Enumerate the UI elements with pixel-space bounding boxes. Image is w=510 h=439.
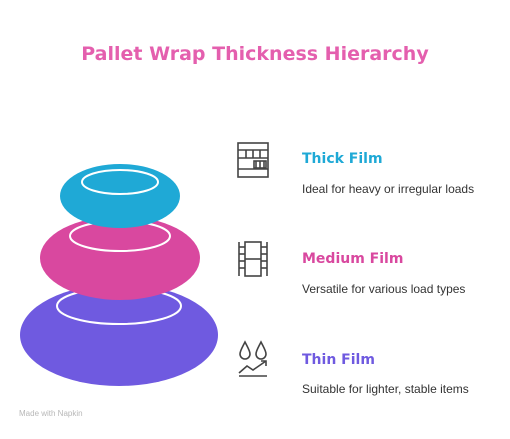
diagram-title: Pallet Wrap Thickness Hierarchy xyxy=(81,43,429,65)
thin-film-description: Suitable for lighter, stable items xyxy=(302,382,469,396)
film-strip-icon xyxy=(238,241,268,277)
thin-film-label: Thin Film xyxy=(302,352,375,368)
medium-film-label: Medium Film xyxy=(302,251,404,267)
medium-film-description: Versatile for various load types xyxy=(302,282,466,296)
pallet-rack-icon xyxy=(237,142,269,178)
thick-film-description: Ideal for heavy or irregular loads xyxy=(302,182,475,196)
thick-film-ring xyxy=(60,164,180,228)
thick-film-label: Thick Film xyxy=(302,151,383,167)
stacked-rings-diagram xyxy=(20,164,218,386)
medium-film-ring xyxy=(40,216,200,300)
droplets-trend-icon xyxy=(238,340,267,377)
made-with-credit: Made with Napkin xyxy=(19,409,83,418)
